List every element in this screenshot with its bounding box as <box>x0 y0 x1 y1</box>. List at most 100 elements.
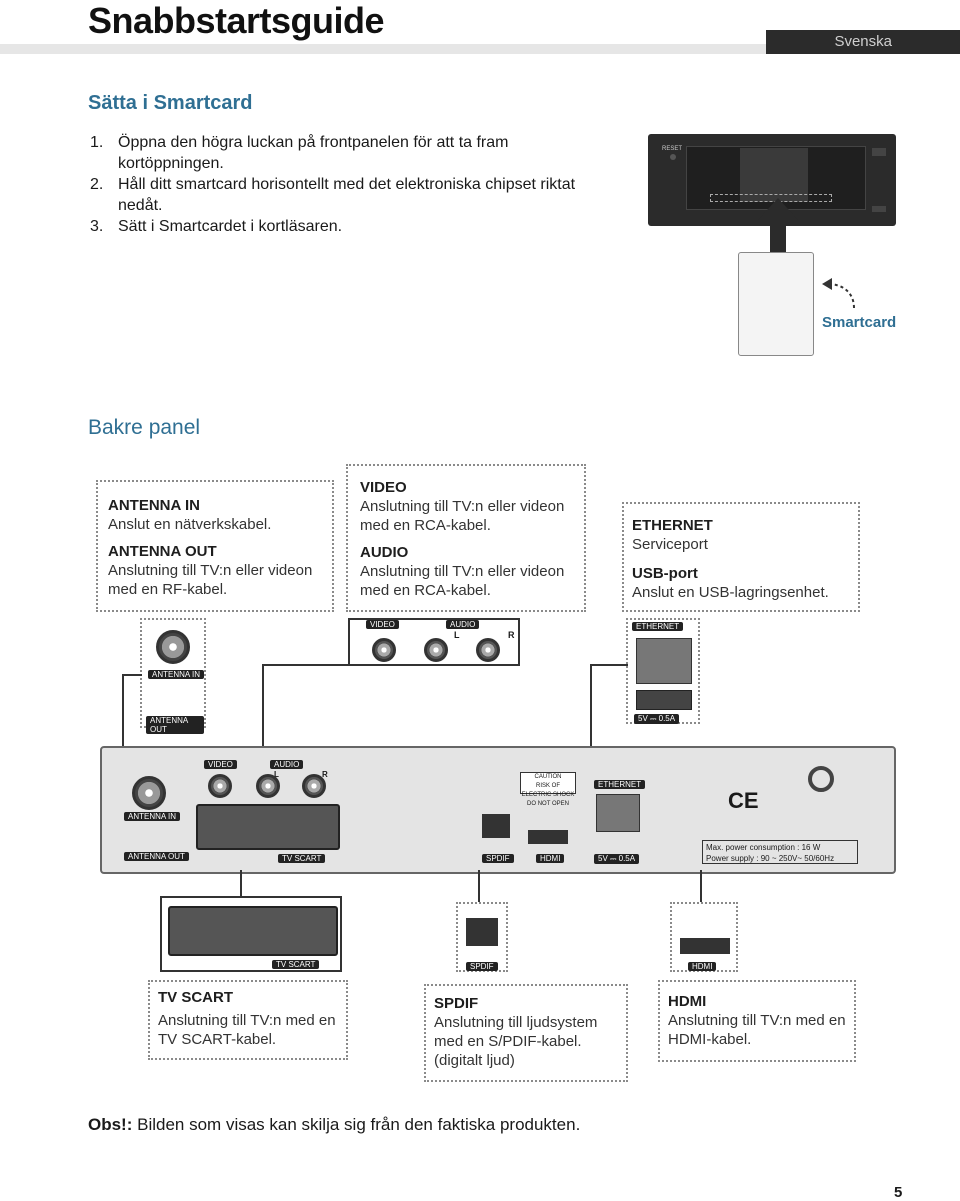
callout-hdmi: HDMI Anslutning till TV:n med en HDMI-ka… <box>658 980 856 1062</box>
page-title: Snabbstartsguide <box>88 0 385 41</box>
callout-title: AUDIO <box>360 544 409 561</box>
rear-ethernet-label: ETHERNET <box>594 780 646 789</box>
scart-port-icon <box>196 804 340 850</box>
step-item: 2. Håll ditt smartcard horisontellt med … <box>90 174 588 216</box>
callout-desc: Anslutning till ljudsystem med en S/PDIF… <box>434 1014 598 1069</box>
callout-desc: Anslutning till TV:n eller videon med en… <box>108 562 313 598</box>
header-rule <box>0 44 766 54</box>
callout-network: ETHERNET Serviceport USB-port Anslut en … <box>622 502 860 612</box>
rear-audio-label: AUDIO <box>270 760 304 769</box>
callout-title: USB-port <box>632 565 698 582</box>
step-text: Håll ditt smartcard horisontellt med det… <box>118 176 576 214</box>
rear-usb-label: 5V ⎓ 0.5A <box>594 854 640 864</box>
callout-scart: TV SCART Anslutning till TV:n med en TV … <box>148 980 348 1060</box>
usb-label: 5V ⎓ 0.5A <box>634 714 680 724</box>
callout-desc: Anslutning till TV:n med en TV SCART-kab… <box>158 1012 336 1048</box>
leader-line <box>478 870 480 902</box>
rear-scart-label: TV SCART <box>278 854 326 863</box>
spdif-port-icon <box>482 814 510 838</box>
zoom-scart-port-icon <box>168 906 338 956</box>
zoom-spdif-port-icon <box>466 918 498 946</box>
rear-ethernet-port-icon <box>596 794 640 832</box>
indicator-icon <box>872 206 886 212</box>
note-label: Obs!: <box>88 1115 133 1134</box>
zoom-hdmi-label: HDMI <box>688 962 717 971</box>
caution-subtitle: RISK OF ELECTRIC SHOCK DO NOT OPEN <box>521 783 575 807</box>
rear-video-rca-icon <box>208 774 232 798</box>
zoom-spdif: SPDIF <box>456 902 508 972</box>
rear-antenna-in-label: ANTENNA IN <box>124 812 181 821</box>
leader-line <box>590 664 592 784</box>
zoom-hdmi-port-icon <box>680 938 730 954</box>
leader-line <box>262 664 264 756</box>
leader-line <box>262 664 350 666</box>
zoom-scart: TV SCART <box>160 896 342 972</box>
video-rca-icon <box>372 638 396 662</box>
callout-title: ANTENNA OUT <box>108 543 217 560</box>
step-text: Sätt i Smartcardet i kortläsaren. <box>118 218 343 235</box>
caution-title: CAUTION <box>534 774 562 780</box>
callout-desc: Serviceport <box>632 536 708 553</box>
rear-spdif-label: SPDIF <box>482 854 514 863</box>
insert-arrow-icon <box>758 198 798 252</box>
callout-title: TV SCART <box>158 989 233 1006</box>
leader-line <box>590 664 628 666</box>
antenna-out-label: ANTENNA OUT <box>146 716 204 734</box>
rear-panel-figure: ANTENNA IN ANTENNA OUT VIDEO AUDIO L R T… <box>100 746 896 874</box>
page-number: 5 <box>894 1184 903 1201</box>
audio-r-rca-icon <box>476 638 500 662</box>
callout-desc: Anslutning till TV:n eller videon med en… <box>360 498 565 534</box>
audio-l-rca-icon <box>424 638 448 662</box>
hdmi-port-icon <box>528 830 568 844</box>
reset-button-icon <box>670 154 676 160</box>
rear-audio-r: R <box>322 770 328 779</box>
zoom-hdmi: HDMI <box>670 902 738 972</box>
usb-port-icon <box>636 690 692 710</box>
note-text: Bilden som visas kan skilja sig från den… <box>137 1115 581 1134</box>
audio-left-label: L <box>454 630 460 640</box>
callout-spdif: SPDIF Anslutning till ljudsystem med en … <box>424 984 628 1082</box>
zoom-spdif-label: SPDIF <box>466 962 498 971</box>
ethernet-label: ETHERNET <box>632 622 684 631</box>
callout-title: HDMI <box>668 993 707 1010</box>
rear-hdmi-label: HDMI <box>536 854 565 863</box>
leader-line <box>700 870 702 902</box>
audio-label: AUDIO <box>446 620 480 629</box>
card-slot <box>710 194 832 202</box>
ethernet-port-icon <box>636 638 692 684</box>
callout-title: ANTENNA IN <box>108 497 200 514</box>
callout-title: ETHERNET <box>632 517 713 534</box>
caution-label: CAUTION RISK OF ELECTRIC SHOCK DO NOT OP… <box>520 772 576 807</box>
rear-audio-r-rca-icon <box>302 774 326 798</box>
zoom-scart-label: TV SCART <box>272 960 320 969</box>
zoom-antenna: ANTENNA IN ANTENNA OUT <box>140 618 206 734</box>
audio-right-label: R <box>508 630 515 640</box>
power-rating-line: Max. power consumption : 16 W <box>706 843 821 852</box>
step-number: 3. <box>90 218 104 235</box>
smartcard-illustration <box>738 252 814 356</box>
rear-audio-l: L <box>274 770 279 779</box>
callout-antenna: ANTENNA IN Anslut en nätverkskabel. ANTE… <box>96 480 334 612</box>
smartcard-label: Smartcard <box>822 314 897 331</box>
rear-video-label: VIDEO <box>204 760 237 769</box>
antenna-in-connector-icon <box>156 630 190 664</box>
rear-audio-l-rca-icon <box>256 774 280 798</box>
power-rating: Max. power consumption : 16 W Power supp… <box>702 840 858 864</box>
leader-line <box>122 674 142 676</box>
reset-label: RESET <box>662 146 683 152</box>
zoom-network: ETHERNET 5V ⎓ 0.5A <box>626 618 700 724</box>
callout-title: VIDEO <box>360 479 407 496</box>
rear-antenna-out-label: ANTENNA OUT <box>124 852 189 861</box>
front-panel-figure: RESET <box>648 134 896 226</box>
indicator-icon <box>872 148 886 156</box>
antenna-in-label: ANTENNA IN <box>148 670 204 679</box>
zoom-av: VIDEO AUDIO L R <box>348 618 520 666</box>
step-item: 1. Öppna den högra luckan på frontpanele… <box>90 132 588 174</box>
footer-note: Obs!: Bilden som visas kan skilja sig fr… <box>88 1115 580 1135</box>
callout-av: VIDEO Anslutning till TV:n eller videon … <box>346 464 586 612</box>
card-door-inner <box>740 148 808 202</box>
video-label: VIDEO <box>366 620 399 629</box>
section-heading-smartcard: Sätta i Smartcard <box>88 92 253 114</box>
callout-desc: Anslut en nätverkskabel. <box>108 516 272 533</box>
step-number: 1. <box>90 134 104 151</box>
